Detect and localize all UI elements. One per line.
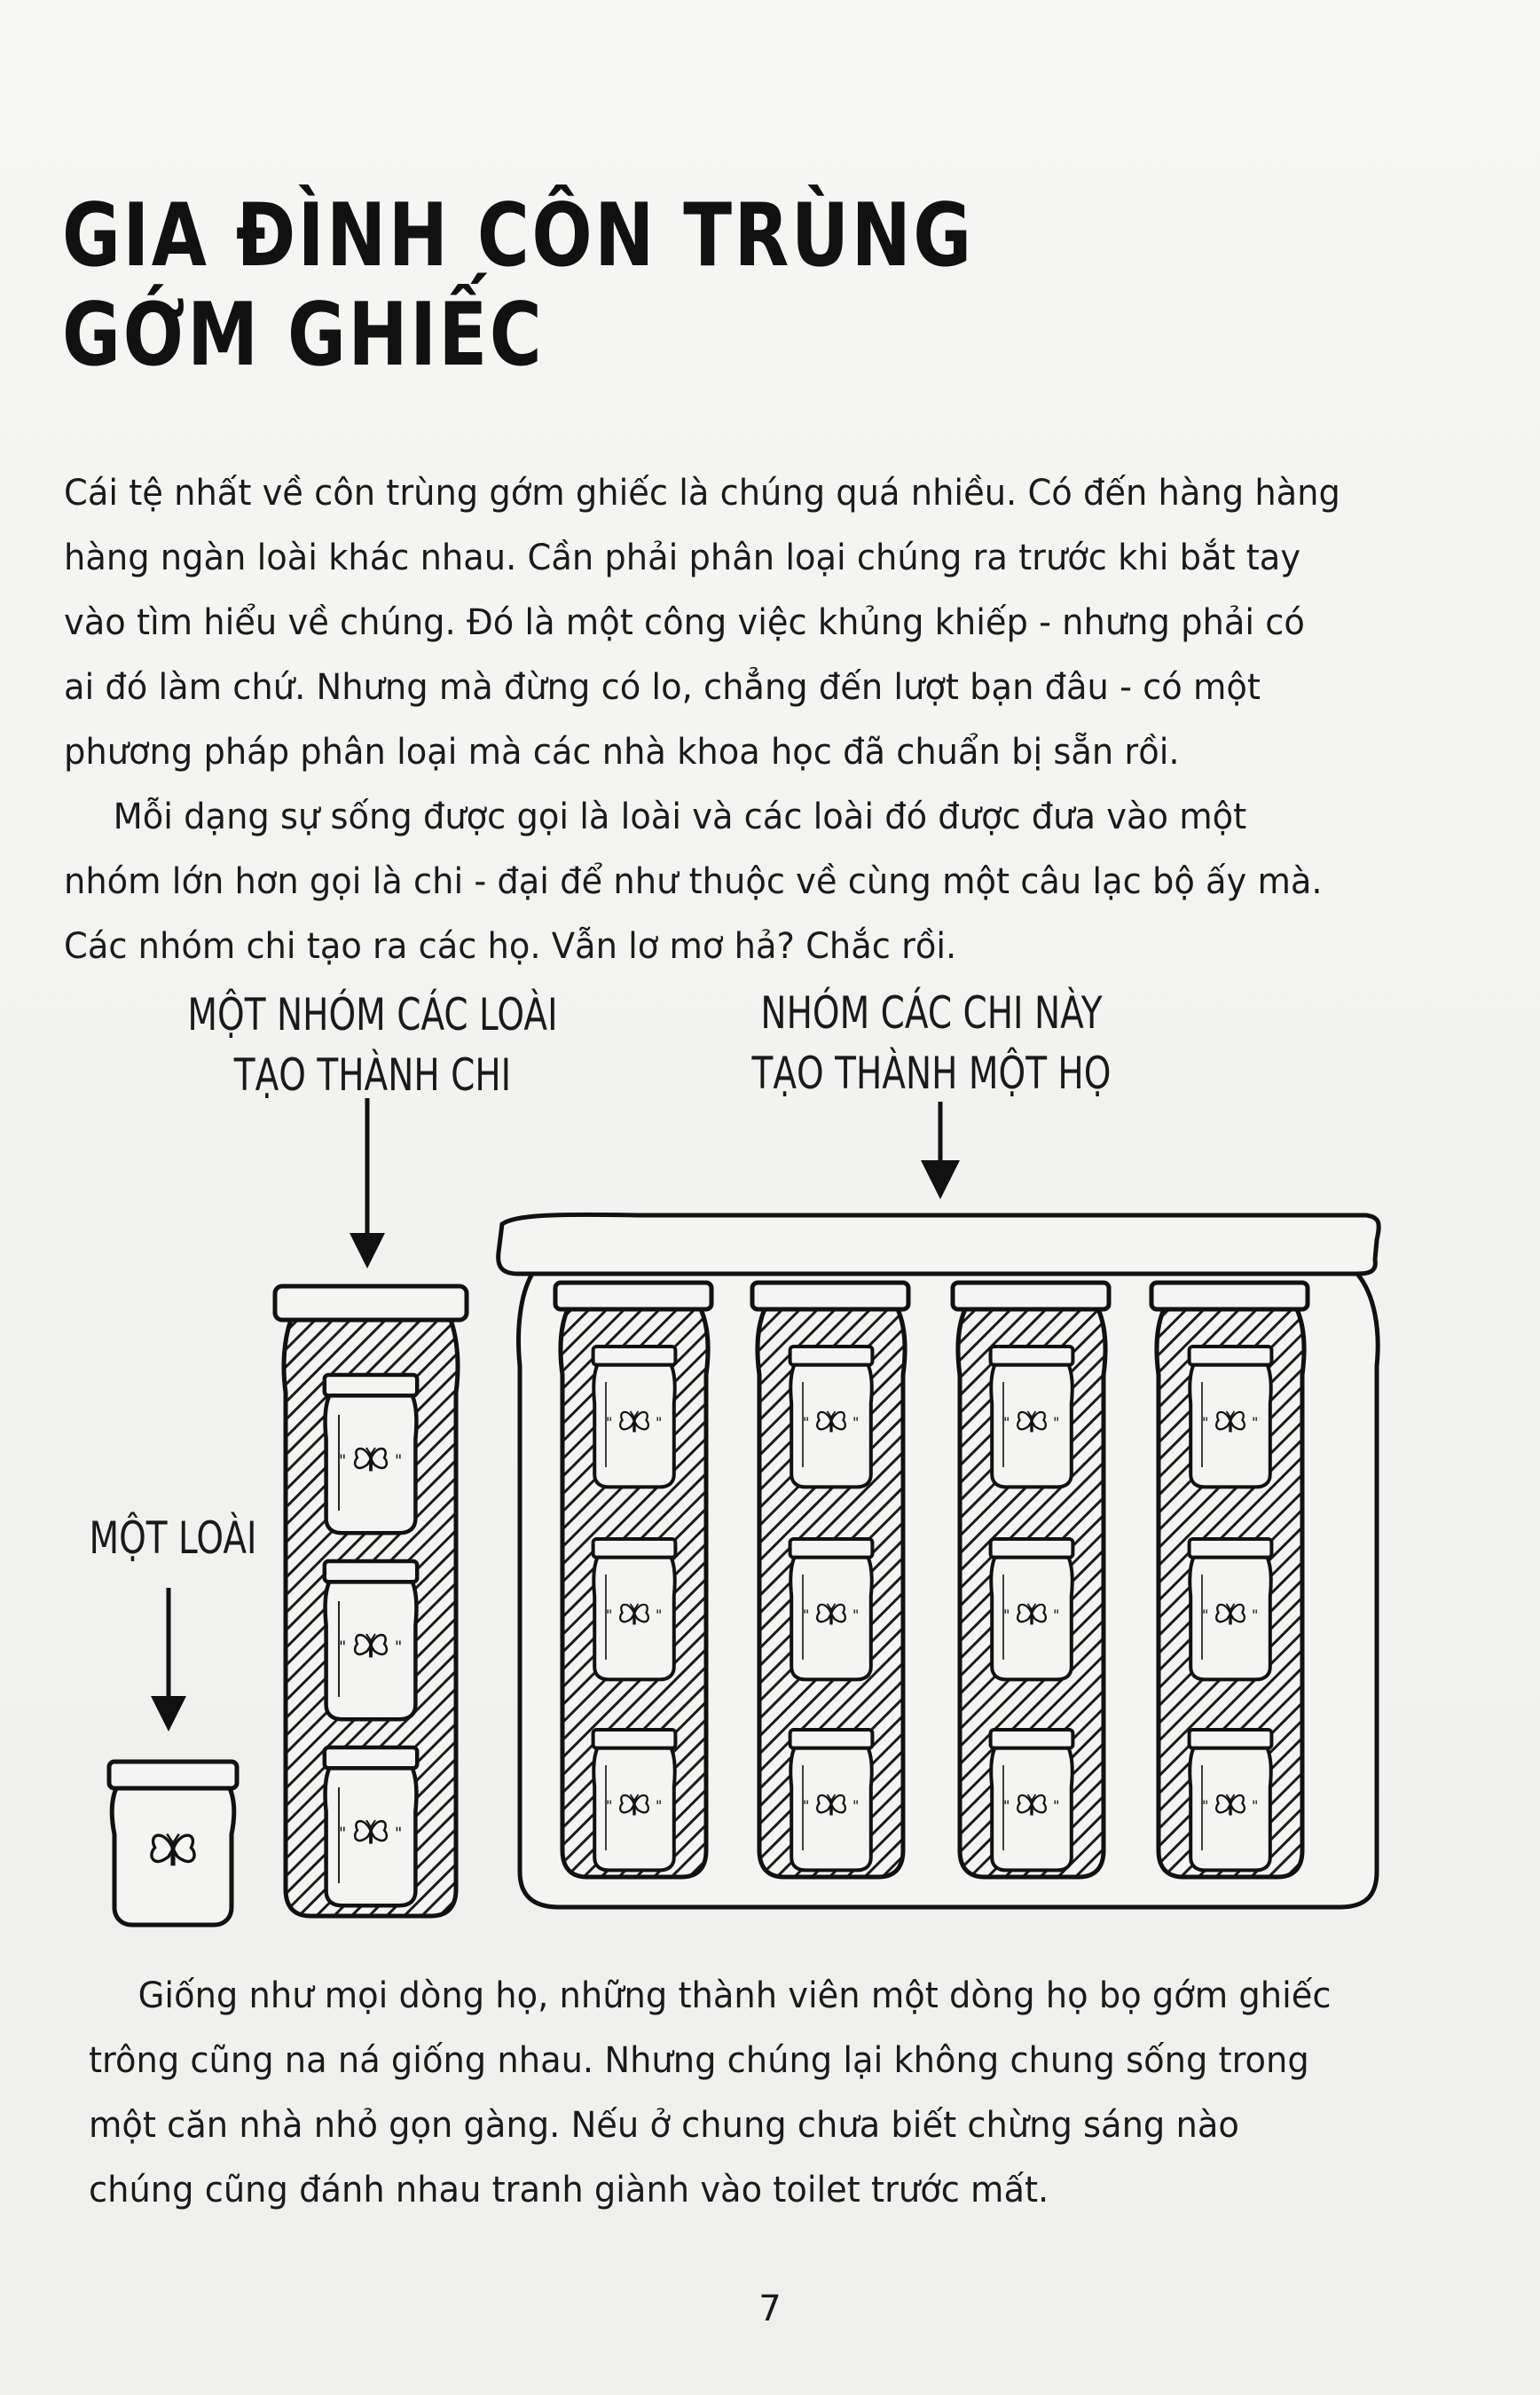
label-genus-line-2: TẠO THÀNH CHI <box>233 1049 512 1101</box>
family-jar <box>496 1212 1381 1910</box>
chapter-title-line-2: GỚM GHIẾC <box>62 285 545 386</box>
species-jar <box>106 1759 240 1928</box>
paragraph-intro: Cái tệ nhất về côn trùng gớm ghiếc là ch… <box>64 473 1340 773</box>
paragraph-classification: Mỗi dạng sự sống được gọi là loài và các… <box>64 797 1323 967</box>
arrow-genus <box>350 1098 385 1268</box>
label-genus: MỘT NHÓM CÁC LOÀI TẠO THÀNH CHI <box>179 985 567 1105</box>
arrow-species <box>151 1588 186 1731</box>
label-genus-line-1: MỘT NHÓM CÁC LOÀI <box>187 989 558 1040</box>
page-number: 7 <box>758 2289 782 2329</box>
arrow-family <box>921 1102 960 1199</box>
genus-jar <box>272 1284 469 1919</box>
label-family-line-1: NHÓM CÁC CHI NÀY <box>760 987 1103 1039</box>
label-family: NHÓM CÁC CHI NÀY TẠO THÀNH MỘT HỌ <box>738 983 1126 1103</box>
chapter-title-line-1: GIA ĐÌNH CÔN TRÙNG <box>62 185 974 287</box>
family-genus-jar-4 <box>1149 1280 1310 1880</box>
family-genus-jar-2 <box>750 1280 911 1880</box>
family-genus-jar-1 <box>553 1280 714 1880</box>
family-genus-jar-3 <box>950 1280 1112 1880</box>
chapter-title: GIA ĐÌNH CÔN TRÙNG GỚM GHIẾC <box>62 185 974 386</box>
label-family-line-2: TẠO THÀNH MỘT HỌ <box>751 1048 1112 1099</box>
paragraph-family-members: Giống như mọi dòng họ, những thành viên … <box>89 1975 1332 2210</box>
label-species: MỘT LOÀI <box>89 1512 257 1564</box>
